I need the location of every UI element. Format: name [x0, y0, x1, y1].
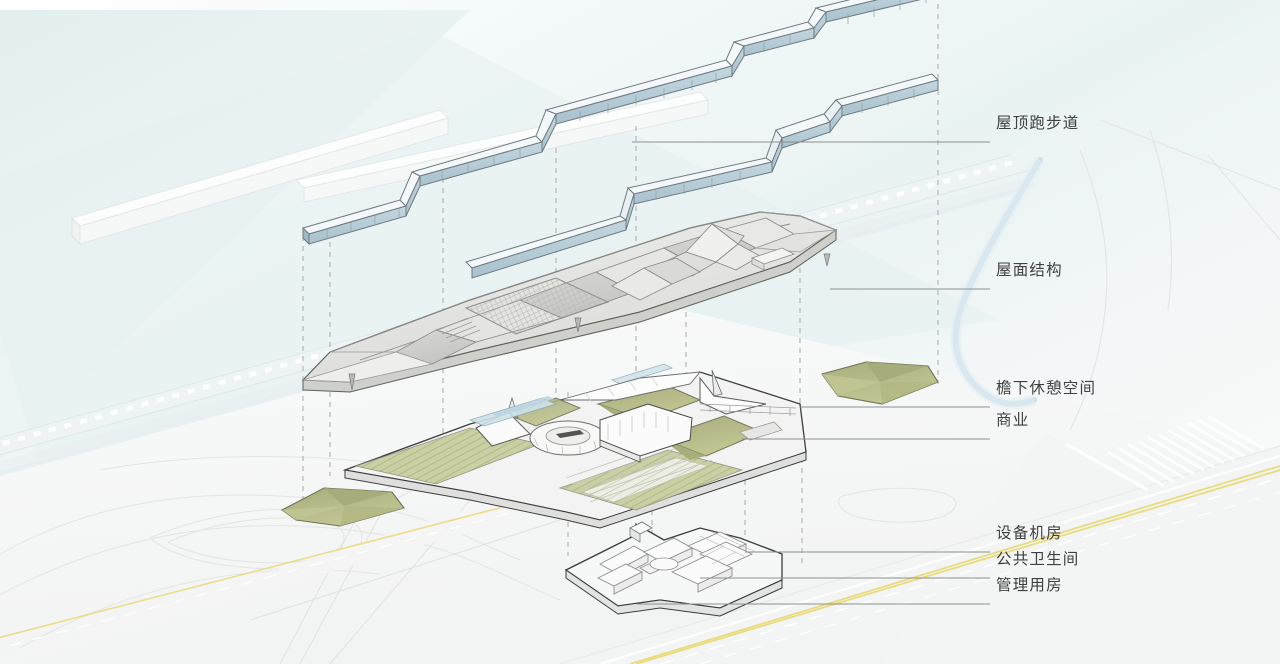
track-top-right-run: [465, 73, 939, 279]
track-segment-f: [725, 41, 745, 78]
roof-skylight-peaks: [611, 223, 761, 301]
roof-louvres: [437, 317, 481, 343]
callout-leader-lines: [632, 141, 990, 605]
running-track-ribbon: [0, 0, 1280, 260]
track-segment-a: [302, 199, 407, 246]
callout-label-equipment-room: 设备机房: [996, 524, 1063, 542]
track-segment-h: [807, 7, 827, 40]
callout-label-roof-structure: 屋面结构: [996, 261, 1063, 279]
basement-partitions: [596, 531, 754, 595]
roof-drip-points: [348, 253, 831, 391]
layer-roof-running-track: [302, 0, 939, 279]
water-body: [0, 10, 1000, 470]
callout-label-management-room: 管理用房: [996, 576, 1063, 594]
basement-grid: [699, 531, 757, 565]
roof-mesh-skylight: [464, 277, 610, 335]
callout-label-public-restroom: 公共卫生间: [996, 550, 1080, 568]
layer-roof-structure: [301, 211, 838, 393]
basement-riser-block: [629, 521, 653, 543]
track-segment-i: [814, 0, 939, 92]
layer-commercial-platform: [280, 363, 807, 529]
callout-label-commercial: 商业: [996, 411, 1030, 429]
roof-rooftop-box: [750, 247, 796, 271]
callout-label-running-track: 屋顶跑步道: [996, 114, 1080, 132]
commercial-green-mound-left: [280, 487, 405, 527]
layer-under-eave-rest-space: [821, 361, 939, 405]
plaza-glazing: [468, 363, 674, 427]
plaza-railings: [699, 403, 797, 416]
secondary-road: [0, 492, 552, 664]
highway: [559, 414, 1280, 664]
basement-core: [649, 557, 679, 571]
roof-tip-facets: [302, 211, 837, 383]
river-bank: [950, 157, 1045, 410]
plaza-canopy: [559, 371, 702, 403]
site-roads: [1069, 119, 1280, 431]
callout-label-under-eave-rest-space: 檐下休憩空间: [996, 379, 1097, 397]
